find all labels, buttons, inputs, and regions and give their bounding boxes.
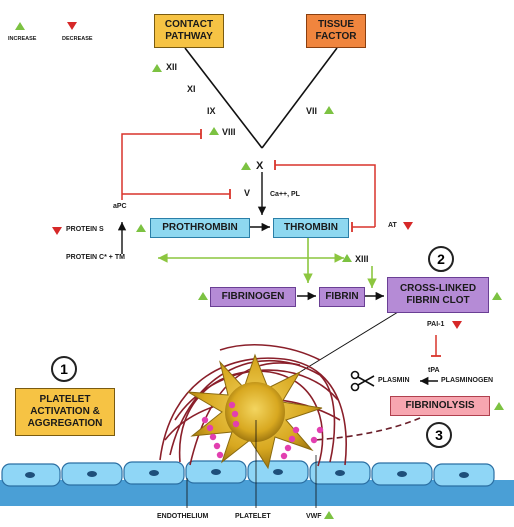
factor-vii: VII	[306, 106, 318, 116]
plasmin-label: PLASMIN	[378, 377, 410, 384]
clot-pointer-line	[299, 311, 399, 373]
platelet-activation-line2: ACTIVATION &	[30, 406, 100, 417]
pai1-label: PAI-1	[427, 321, 445, 328]
fibrin-box: FIBRIN	[319, 287, 365, 307]
fibrin-clot-line1: CROSS-LINKED	[399, 283, 477, 294]
decrease-markers	[52, 22, 462, 329]
step-3-circle: 3	[426, 422, 452, 448]
plasminogen-label: PLASMINOGEN	[441, 377, 494, 384]
contact-pathway-line1: CONTACT	[164, 19, 214, 30]
tissue-factor-line1: TISSUE	[317, 19, 355, 30]
endothelium-label: ENDOTHELIUM	[157, 513, 209, 520]
prothrombin-box: PROTHROMBIN	[150, 218, 250, 238]
increase-markers	[15, 22, 504, 519]
legend-decrease-label: DECREASE	[62, 36, 93, 42]
contact-pathway-line	[184, 47, 263, 149]
factor-xiii: XIII	[355, 254, 369, 264]
factor-v: V	[244, 188, 251, 198]
fibrinogen-box: FIBRINOGEN	[210, 287, 296, 307]
factor-ix: IX	[207, 106, 216, 116]
platelet-activation-line3: AGGREGATION	[27, 418, 103, 429]
factor-xi: XI	[187, 84, 196, 94]
apc-label: aPC	[113, 203, 127, 210]
contact-pathway-line2: PATHWAY	[165, 31, 213, 42]
factor-x: X	[256, 160, 264, 172]
fibrinolysis-dashed-line	[314, 417, 421, 441]
endothelium-cells	[0, 460, 514, 506]
tpa-label: tPA	[428, 367, 440, 374]
vwf-label: VWF	[306, 513, 322, 520]
platelet-cluster	[187, 353, 323, 470]
cofactors-label: Ca++, PL	[270, 191, 300, 198]
fibrinolysis-box: FIBRINOLYSIS	[390, 396, 490, 416]
step-2-circle: 2	[428, 246, 454, 272]
at-label: AT	[388, 222, 397, 229]
at-inhibit-x	[275, 164, 376, 227]
tissue-factor-line2: FACTOR	[315, 31, 357, 42]
platelet-activation-box: PLATELET ACTIVATION & AGGREGATION	[15, 388, 115, 436]
tissue-factor-line	[261, 47, 338, 149]
tissue-factor-box: TISSUE FACTOR	[306, 14, 366, 48]
platelet-label: PLATELET	[235, 513, 271, 520]
apc-inhibit-viii	[121, 133, 201, 200]
scissors-icon	[350, 370, 375, 392]
protein-s-label: PROTEIN S	[66, 226, 104, 233]
protein-c-label: PROTEIN C* + TM	[66, 254, 125, 261]
legend-increase-label: INCREASE	[8, 36, 37, 42]
platelet-activation-line1: PLATELET	[39, 394, 91, 405]
factor-viii: VIII	[222, 127, 236, 137]
factor-xii: XII	[166, 62, 178, 72]
vwf-strands	[201, 401, 324, 460]
step-1-circle: 1	[51, 356, 77, 382]
fibrin-clot-box: CROSS-LINKED FIBRIN CLOT	[387, 277, 489, 313]
fibrin-clot-line2: FIBRIN CLOT	[406, 295, 470, 306]
thrombin-box: THROMBIN	[273, 218, 349, 238]
contact-pathway-box: CONTACT PATHWAY	[154, 14, 224, 48]
